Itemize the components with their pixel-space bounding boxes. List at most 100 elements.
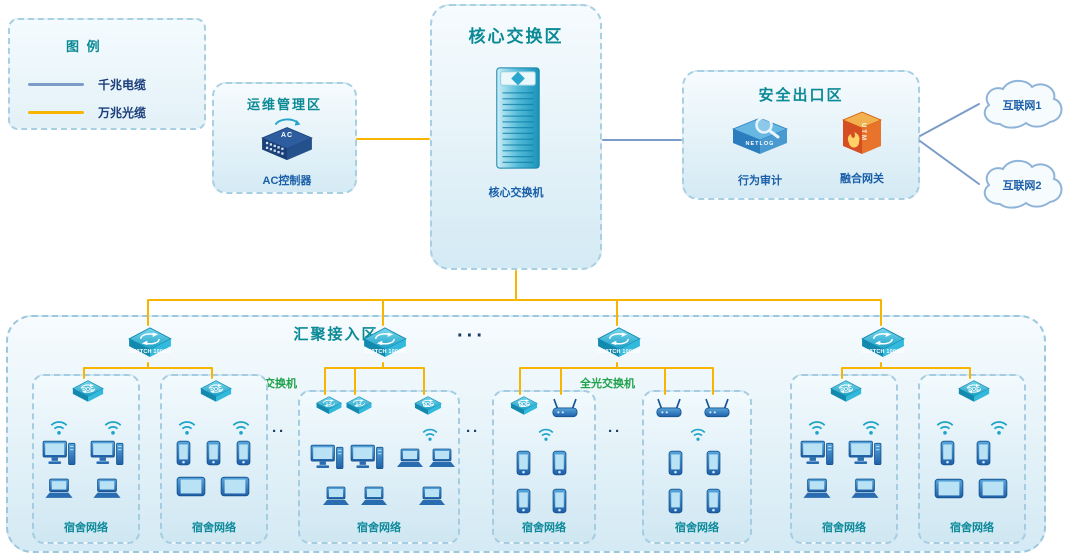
l2-switch-diamond-icon [363, 327, 407, 367]
utm-icon-label: UTM [860, 123, 866, 142]
dorm-network-label: 宿舍网络 [522, 522, 566, 534]
behavior-audit-label: 行为审计 [738, 175, 782, 187]
phone-icon [976, 440, 991, 466]
security-zone-title: 安全出口区 [758, 87, 844, 104]
l2-switch-diamond-icon [861, 327, 905, 367]
fiber-cable-label: 万兆光缆 [98, 106, 147, 120]
dorm-network-1: POE 宿舍网络 [32, 374, 140, 544]
wifi-icon [102, 418, 124, 436]
tablet-icon [978, 478, 1008, 499]
dorm-network-2: POE 宿舍网络 [160, 374, 268, 544]
wifi-icon [48, 418, 70, 436]
internet-cloud-2: 互联网2 [976, 156, 1068, 212]
access-point-icon [702, 398, 732, 420]
legend-item-gigabit: 千兆电缆 [28, 76, 146, 93]
laptop-icon [416, 486, 448, 508]
l2-switch-diamond-icon [597, 327, 641, 367]
dorm-gap-dots-1: ·· [272, 423, 286, 440]
dorm-network-label: 宿舍网络 [675, 522, 719, 534]
aggregation-access-zone: 汇聚接入区 SWITCH 1000M SWITCH 1000M SWITCH 1… [6, 315, 1046, 553]
ac-controller-device: AC AC控制器 [258, 116, 316, 188]
laptop-icon [800, 478, 834, 501]
core-switch-label: 核心交换机 [488, 187, 544, 199]
legend-item-fiber: 万兆光缆 [28, 104, 146, 121]
desktop-icon [42, 440, 76, 470]
wifi-icon [536, 426, 556, 442]
wifi-icon [688, 426, 708, 442]
aggregation-switch-4: SWITCH 1000M [861, 327, 905, 367]
router-icon [654, 398, 684, 420]
dorm-network-label: 宿舍网络 [357, 522, 401, 534]
netlog-icon-label: NETLOG [745, 141, 775, 147]
dorm-network-label: 宿舍网络 [64, 522, 108, 534]
core-switching-zone: 核心交换区 核心交换机 [430, 4, 602, 270]
dorm-network-label: 宿舍网络 [822, 522, 866, 534]
poe-switch-icon: POE [958, 380, 990, 409]
fiber-cable-line-sample [28, 111, 84, 114]
wifi-icon [806, 418, 828, 436]
l2-switch-icon: L2 [316, 396, 342, 420]
gigabit-cable-label: 千兆电缆 [98, 78, 147, 92]
aggregation-switch-3: SWITCH 1000M [597, 327, 641, 367]
desktop-icon [90, 440, 124, 470]
internet-2-label: 互联网2 [1002, 180, 1042, 192]
desktop-icon [800, 440, 834, 470]
laptop-icon [848, 478, 882, 501]
dorm-gap-dots-2: ·· [466, 423, 480, 440]
ops-zone-title: 运维管理区 [246, 97, 322, 112]
poe-switch-label: POE [518, 402, 530, 408]
phone-icon [668, 488, 683, 514]
access-point-icon [550, 398, 580, 420]
utm-gateway-label: 融合网关 [840, 173, 884, 185]
dorm-network-label: 宿舍网络 [192, 522, 236, 534]
internet-cloud-1: 互联网1 [976, 76, 1068, 132]
l2-switch-diamond-icon [128, 327, 172, 367]
poe-switch-icon: POE [72, 380, 104, 409]
tablet-icon [176, 476, 206, 497]
utm-gateway-icon: UTM [841, 110, 883, 161]
utm-gateway-device: UTM 融合网关 [822, 110, 902, 186]
switch-1000m-label: SWITCH 1000M [363, 349, 407, 355]
poe-switch-label: POE [82, 387, 94, 393]
poe-switch-label: POE [422, 402, 434, 408]
dorm-network-3: L2 L2 POE 宿舍网络 [298, 390, 460, 544]
desktop-icon [310, 444, 344, 474]
wifi-icon [988, 418, 1010, 436]
phone-icon [516, 488, 531, 514]
wifi-icon [934, 418, 956, 436]
tablet-icon [934, 478, 964, 499]
phone-icon [940, 440, 955, 466]
switch-row-ellipsis: ··· [457, 325, 486, 347]
wifi-icon [420, 426, 440, 442]
laptop-icon [358, 486, 390, 508]
poe-switch-label: POE [840, 387, 852, 393]
laptop-icon [90, 478, 124, 501]
laptop-icon [320, 486, 352, 508]
phone-icon [706, 488, 721, 514]
phone-icon [176, 440, 191, 466]
l2-switch-icon: L2 [346, 396, 372, 420]
laptop-icon [426, 448, 458, 470]
ac-controller-icon: AC [258, 116, 316, 167]
dorm-gap-dots-3: ·· [608, 423, 622, 440]
wifi-icon [860, 418, 882, 436]
poe-switch-icon: POE [200, 380, 232, 409]
desktop-icon [350, 444, 384, 474]
ops-management-zone: 运维管理区 AC AC控制器 [212, 82, 357, 194]
wifi-icon [176, 418, 198, 436]
dorm-network-6: POE 宿舍网络 [790, 374, 898, 544]
poe-switch-label: POE [968, 387, 980, 393]
wifi-icon [230, 418, 252, 436]
core-switch-cabinet-icon [491, 64, 545, 177]
switch-1000m-label: SWITCH 1000M [861, 349, 905, 355]
internet-1-label: 互联网1 [1002, 100, 1042, 112]
gigabit-cable-line-sample [28, 83, 84, 86]
desktop-icon [848, 440, 882, 470]
phone-icon [206, 440, 221, 466]
legend-title: 图 例 [66, 39, 102, 54]
phone-icon [552, 450, 567, 476]
switch-1000m-label: SWITCH 1000M [128, 349, 172, 355]
ac-controller-label: AC控制器 [262, 175, 312, 187]
switch-1000m-label: SWITCH 1000M [597, 349, 641, 355]
